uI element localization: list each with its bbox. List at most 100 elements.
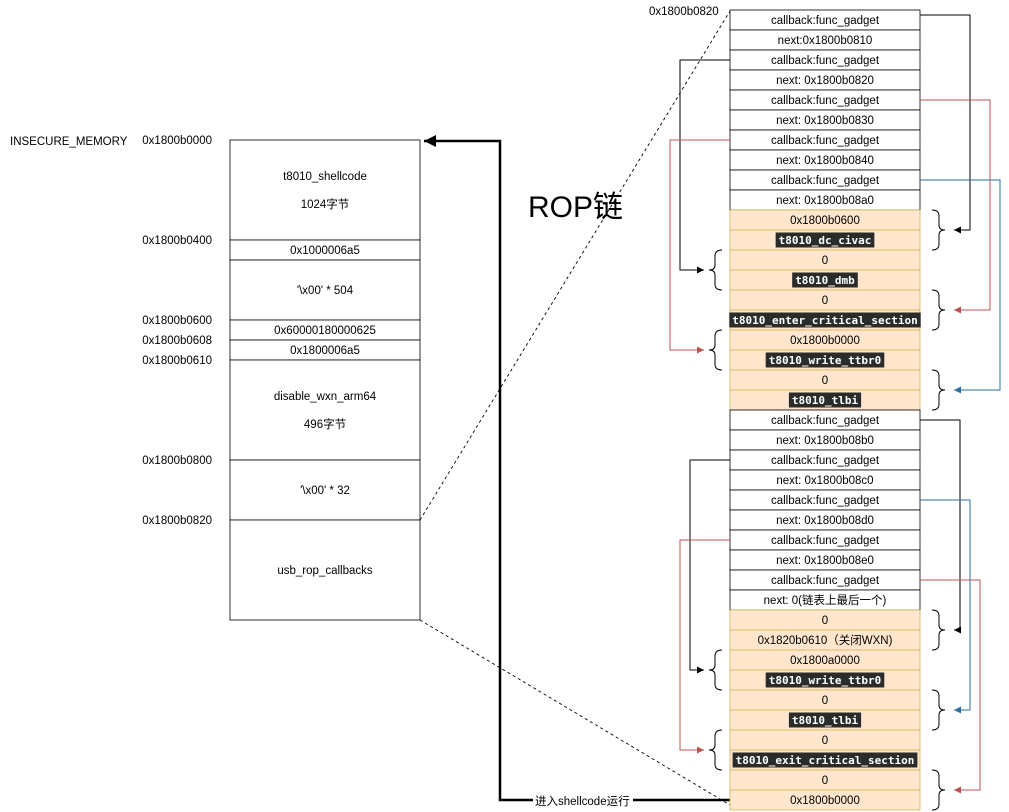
rop-callback-cell: callback:func_gadget	[729, 449, 921, 471]
rop-chain-title: ROP链	[528, 191, 623, 224]
rop-cell-text: 0	[822, 255, 828, 267]
zoom-line-top	[419, 10, 731, 521]
connector-callback7-to-args	[689, 459, 730, 674]
jump-label: 进入shellcode运行	[535, 795, 630, 808]
rop-cell-text: callback:func_gadget	[771, 175, 880, 187]
memory-address: 0x1800b0000	[142, 135, 212, 147]
rop-cell-text: next: 0x1800b08d0	[776, 515, 874, 527]
memory-region-label: INSECURE_MEMORY	[10, 136, 128, 148]
rop-arg-cell: 0	[729, 249, 921, 271]
rop-cell-text: callback:func_gadget	[771, 535, 880, 547]
brace	[931, 369, 946, 411]
memory-address: 0x1800b0600	[142, 315, 212, 327]
rop-cell-text: callback:func_gadget	[771, 455, 880, 467]
rop-arg-cell: t8010_dmb	[729, 269, 921, 291]
brace	[931, 609, 946, 651]
rop-arg-cell: 0	[729, 369, 921, 391]
rop-arg-cell: 0x1800a0000	[729, 649, 921, 671]
memory-address: 0x1800b0820	[142, 515, 212, 527]
rop-cell-text: 0	[822, 735, 828, 747]
brace	[931, 689, 946, 731]
rop-callback-cell: callback:func_gadget	[729, 129, 921, 151]
rop-callback-cell: next: 0x1800b0820	[729, 69, 921, 91]
rop-callback-cell: callback:func_gadget	[729, 489, 921, 511]
memory-address-labels: 0x1800b0000 0x1800b0400 0x1800b0600 0x1800b…	[142, 135, 212, 527]
rop-cell-text: next: 0x1800b0820	[776, 75, 874, 87]
brace	[708, 729, 723, 771]
memory-address: 0x1800b0610	[142, 355, 212, 367]
rop-arg-cell: 0x1800b0000	[729, 329, 921, 351]
rop-cell-text: next: 0x1800b08a0	[776, 195, 874, 207]
memory-address: 0x1800b0400	[142, 235, 212, 247]
rop-cell-text: callback:func_gadget	[771, 135, 880, 147]
rop-arg-cell: 0	[729, 729, 921, 751]
rop-callback-cell: callback:func_gadget	[729, 169, 921, 191]
rop-callback-cell: callback:func_gadget	[729, 569, 921, 591]
rop-callback-cell: callback:func_gadget	[729, 529, 921, 551]
memory-block-label: t8010_shellcode	[283, 171, 367, 183]
brace	[708, 649, 723, 691]
rop-arg-cell: 0x1800b0600	[729, 209, 921, 231]
zoom-line-bottom	[419, 619, 731, 806]
rop-cell-text: 0	[822, 695, 828, 707]
rop-arg-cell: 0	[729, 689, 921, 711]
memory-block-label: 0x1000006a5	[290, 245, 360, 257]
rop-callback-cell: next: 0x1800b08c0	[729, 469, 921, 491]
brace	[708, 249, 723, 291]
rop-arg-cell: 0x1800b0000	[729, 789, 921, 811]
rop-callback-cell: callback:func_gadget	[729, 89, 921, 111]
memory-block: 0x1800006a5	[229, 339, 421, 361]
rop-arg-cell: t8010_write_ttbr0	[729, 349, 921, 371]
connector-callback1-to-args	[920, 14, 971, 234]
connector-callback4-to-args	[669, 139, 730, 354]
rop-cell-text: t8010_write_ttbr0	[769, 354, 882, 367]
rop-cell-text: callback:func_gadget	[771, 15, 880, 27]
rop-callback-cell: next: 0x1800b08e0	[729, 549, 921, 571]
rop-cell-text: callback:func_gadget	[771, 55, 880, 67]
memory-block-label: usb_rop_callbacks	[277, 565, 373, 577]
rop-cell-text: callback:func_gadget	[771, 575, 880, 587]
brace	[931, 769, 946, 811]
memory-block: 0x60000180000625	[229, 319, 421, 341]
rop-cell-text: next: 0(链表上最后一个)	[764, 593, 887, 607]
rop-cell-text: next: 0x1800b0830	[776, 115, 874, 127]
rop-cell-text: 0	[822, 295, 828, 307]
rop-cell-text: next: 0x1800b08b0	[776, 435, 874, 447]
rop-callback-cell: next: 0x1800b0840	[729, 149, 921, 171]
rop-cell-text: t8010_write_ttbr0	[769, 674, 882, 687]
rop-cell-text: callback:func_gadget	[771, 415, 880, 427]
rop-arg-cell: 0	[729, 769, 921, 791]
rop-cell-text: callback:func_gadget	[771, 495, 880, 507]
brace-group	[708, 209, 946, 811]
connector-callback10-to-args	[920, 579, 981, 794]
memory-block-label: 0x60000180000625	[274, 325, 376, 337]
rop-start-address: 0x1800b0820	[649, 6, 719, 18]
memory-block-label: 1024字节	[301, 197, 350, 211]
chain1-connectors	[669, 14, 1001, 394]
rop-arg-cell: t8010_write_ttbr0	[729, 669, 921, 691]
memory-block-label: 496字节	[304, 417, 346, 431]
rop-cell-text: 0x1800b0000	[790, 335, 860, 347]
rop-chain-table: callback:func_gadget next:0x1800b0810 call…	[729, 9, 921, 811]
rop-cell-text: next: 0x1800b0840	[776, 155, 874, 167]
connector-callback8-to-args	[920, 499, 971, 714]
memory-block-label: '\x00' * 32	[300, 485, 350, 497]
rop-cell-text: next:0x1800b0810	[778, 35, 873, 47]
memory-block: disable_wxn_arm64 496字节	[229, 359, 421, 461]
rop-callback-cell: callback:func_gadget	[729, 49, 921, 71]
memory-block-label: disable_wxn_arm64	[274, 391, 377, 403]
rop-cell-text: 0x1800b0600	[790, 215, 860, 227]
rop-arg-cell: t8010_tlbi	[729, 389, 921, 411]
rop-cell-text: t8010_exit_critical_section	[736, 754, 915, 767]
memory-layout: t8010_shellcode 1024字节 0x1000006a5 '\x00' *…	[229, 139, 421, 621]
chain2-connectors	[679, 419, 981, 794]
rop-arg-cell: t8010_enter_critical_section	[729, 309, 921, 331]
rop-cell-text: t8010_tlbi	[792, 714, 859, 727]
rop-arg-cell: t8010_tlbi	[729, 709, 921, 731]
rop-cell-text: t8010_enter_critical_section	[732, 314, 917, 327]
rop-cell-text: t8010_tlbi	[792, 394, 859, 407]
rop-cell-text: 0x1800b0000	[790, 795, 860, 807]
memory-block: usb_rop_callbacks	[229, 519, 421, 621]
connector-callback9-to-args	[679, 539, 730, 754]
memory-block: t8010_shellcode 1024字节	[229, 139, 421, 241]
